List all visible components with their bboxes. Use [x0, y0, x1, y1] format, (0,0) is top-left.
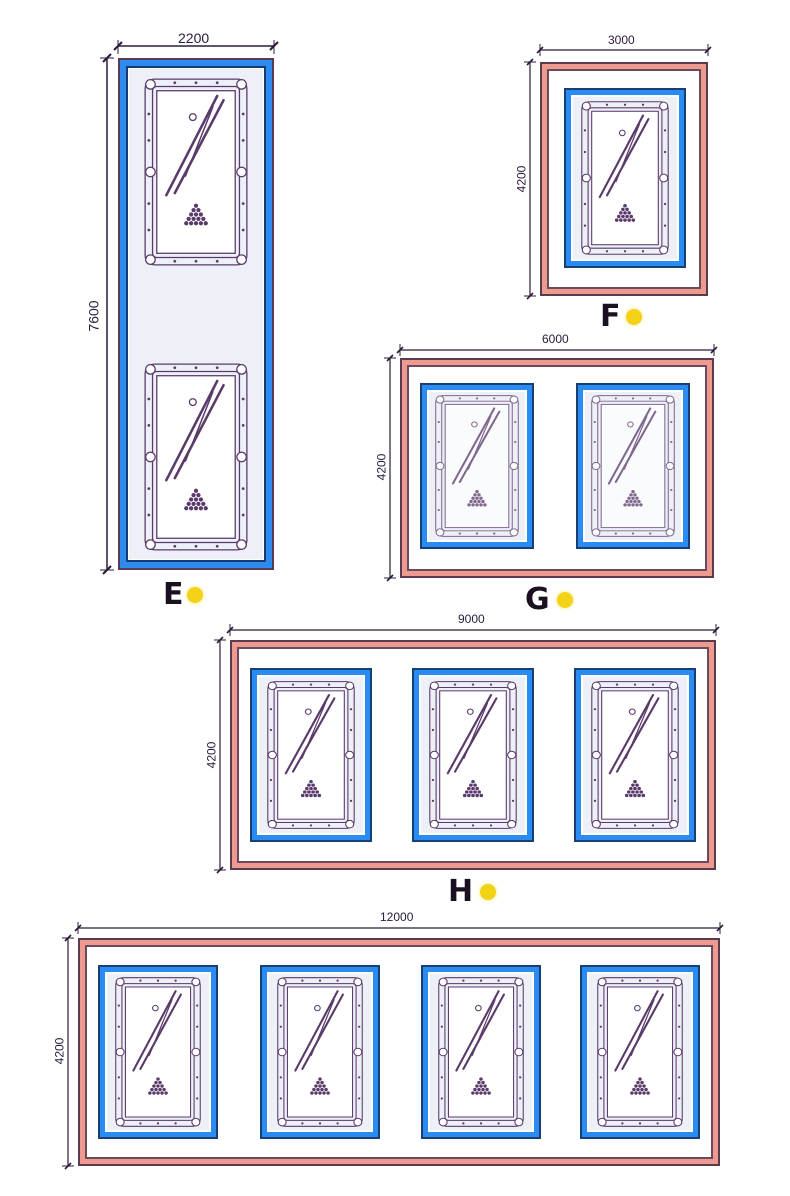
dimension-height-f: 4200	[514, 58, 536, 300]
layout-label: F	[600, 299, 621, 334]
table-zone	[580, 965, 700, 1139]
billiard-table-drawing	[277, 977, 363, 1127]
billiard-table-drawing	[597, 977, 683, 1127]
table-zone	[260, 965, 380, 1139]
room-outline	[400, 358, 714, 578]
dimension-height-h: 4200	[204, 636, 226, 874]
room-outline	[118, 58, 274, 570]
room-outline	[540, 62, 708, 296]
billiard-table-icon	[428, 680, 518, 830]
dimension-line	[396, 344, 718, 356]
billiard-table-icon	[437, 976, 525, 1128]
yellow-dot-icon	[187, 587, 203, 603]
dimension-width-h: 9000	[226, 612, 720, 638]
billiard-table-drawing	[581, 101, 669, 255]
billiard-table-icon	[114, 976, 202, 1128]
billiard-table-drawing	[144, 78, 248, 266]
dimension-line	[100, 53, 114, 575]
billiard-table-drawing	[591, 681, 679, 829]
billiard-table-icon	[580, 100, 670, 256]
room-inner	[129, 69, 263, 559]
layout-label: E	[163, 577, 184, 612]
width-label: 6000	[542, 332, 569, 346]
table-zone	[412, 668, 534, 842]
billiard-table-icon	[143, 77, 249, 267]
yellow-dot-icon	[557, 592, 573, 608]
billiard-table-drawing	[144, 363, 248, 551]
room-outline	[230, 640, 716, 870]
table-zone	[420, 383, 534, 549]
dimension-width-g: 6000	[396, 332, 718, 358]
width-label: 9000	[458, 612, 485, 626]
dimension-line	[113, 40, 279, 54]
billiard-table-icon	[596, 976, 684, 1128]
width-label: 2200	[178, 30, 210, 46]
billiard-table-drawing	[115, 977, 201, 1127]
billiard-table-icon	[143, 362, 249, 552]
billiard-table-drawing	[438, 977, 524, 1127]
height-label: 7600	[85, 300, 102, 332]
dimension-line	[62, 934, 74, 1170]
billiard-table-drawing	[591, 395, 675, 537]
table-zone	[250, 668, 372, 842]
dimension-line	[536, 44, 712, 56]
dimension-line	[214, 636, 226, 874]
dimension-line	[384, 354, 396, 582]
layout-label: G	[525, 582, 550, 617]
table-zone	[98, 965, 218, 1139]
billiard-table-icon	[434, 394, 520, 538]
billiard-table-drawing	[435, 395, 519, 537]
dimension-width-f: 3000	[536, 33, 712, 58]
yellow-dot-icon	[626, 309, 642, 325]
yellow-dot-icon	[480, 884, 496, 900]
room-outline	[78, 938, 720, 1166]
dimension-height-e: 7600	[86, 53, 114, 575]
dimension-height-i: 4200	[52, 934, 74, 1170]
billiard-table-icon	[276, 976, 364, 1128]
billiard-table-drawing	[429, 681, 517, 829]
dimension-line	[74, 922, 724, 934]
dimension-width-i: 12000	[74, 910, 724, 936]
dimension-width-e: 2200	[113, 30, 279, 60]
height-label: 4200	[514, 165, 529, 193]
width-label: 3000	[608, 33, 635, 47]
billiard-table-icon	[590, 680, 680, 830]
table-zone	[574, 668, 696, 842]
layout-label: H	[448, 874, 474, 909]
table-zone	[564, 88, 686, 268]
table-zone	[421, 965, 541, 1139]
height-label: 4200	[52, 1037, 67, 1065]
billiard-table-icon	[266, 680, 356, 830]
table-zone	[576, 383, 690, 549]
width-label: 12000	[380, 910, 414, 924]
height-label: 4200	[374, 453, 389, 481]
billiard-table-icon	[590, 394, 676, 538]
dimension-line	[226, 624, 720, 636]
dimension-height-g: 4200	[374, 354, 396, 582]
height-label: 4200	[204, 741, 219, 769]
dimension-line	[524, 58, 536, 300]
billiard-table-drawing	[267, 681, 355, 829]
